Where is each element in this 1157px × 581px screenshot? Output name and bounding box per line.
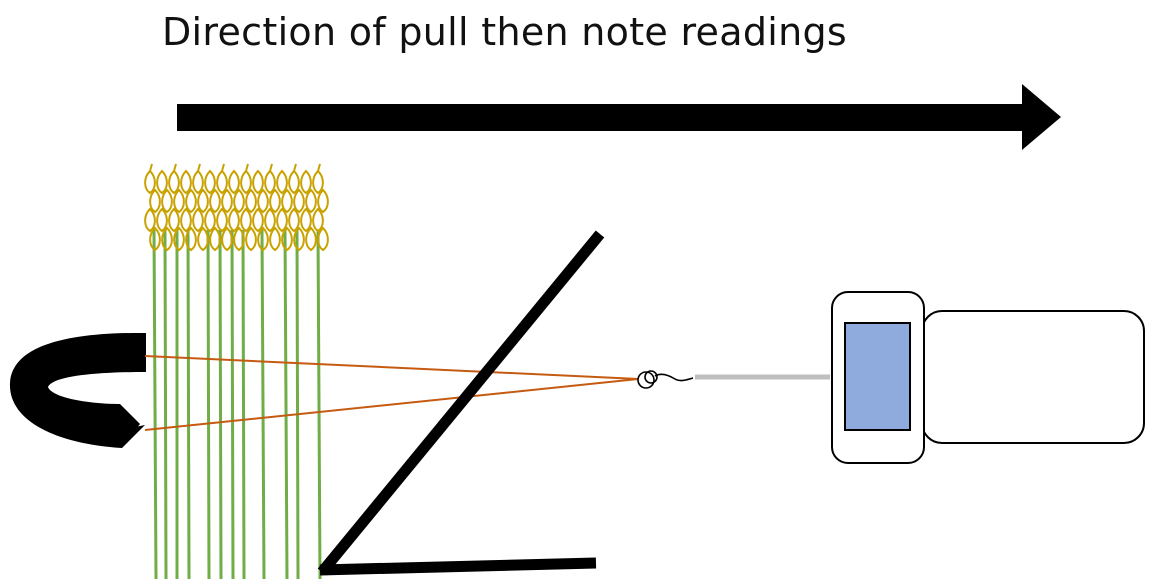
wheat-awn — [245, 163, 249, 172]
wheat-awn — [173, 163, 177, 172]
rotation-arrow-body — [16, 341, 146, 447]
wheat-grain — [240, 207, 252, 233]
wheat-grain — [216, 207, 228, 233]
wheat-grain — [245, 188, 257, 214]
wheat-grain — [185, 226, 197, 252]
wheat-grain — [197, 226, 209, 252]
wheat-grain — [276, 207, 288, 233]
wheat-grain — [180, 169, 192, 195]
wheat-grain — [156, 207, 168, 233]
wheat-stems-icon — [152, 229, 322, 580]
wheat-grain — [276, 169, 288, 195]
hook-icon — [637, 370, 694, 389]
wheat-grain — [305, 188, 317, 214]
wheat-grain — [209, 226, 221, 252]
wheat-grain — [252, 207, 264, 233]
wheat-grain — [228, 169, 240, 195]
wheat-grain — [281, 188, 293, 214]
wheat-grain — [161, 226, 173, 252]
wheat-grain — [209, 188, 221, 214]
wheat-grain — [180, 207, 192, 233]
wheat-grain — [149, 226, 161, 252]
wheat-grain — [293, 188, 305, 214]
wheat-grain — [281, 226, 293, 252]
wheat-grain — [144, 207, 156, 233]
wheat-grain — [173, 188, 185, 214]
wheat-ears-icon — [144, 163, 329, 252]
wheat-grain — [300, 207, 312, 233]
wheat-grain — [221, 188, 233, 214]
wheat-grain — [317, 188, 329, 214]
force-gauge-icon — [831, 291, 1145, 464]
pull-direction-arrow-icon — [177, 84, 1061, 150]
wheat-grain — [305, 226, 317, 252]
wheat-grain — [240, 169, 252, 195]
wheat-grain — [197, 188, 209, 214]
wheat-grain — [300, 169, 312, 195]
wheat-grain — [192, 169, 204, 195]
wheat-awn — [293, 163, 297, 172]
wheat-grain — [156, 169, 168, 195]
wheat-grain — [233, 188, 245, 214]
wheat-grain — [264, 207, 276, 233]
wheat-grain — [192, 207, 204, 233]
wheat-grain — [288, 169, 300, 195]
wheat-awn — [269, 163, 273, 172]
wheat-grain — [168, 207, 180, 233]
wheat-grain — [173, 226, 185, 252]
wheat-grain — [228, 207, 240, 233]
wheat-grain — [144, 169, 156, 195]
wheat-grain — [204, 207, 216, 233]
wheat-grain — [317, 226, 329, 252]
wheat-awn — [317, 163, 321, 172]
wheat-grain — [149, 188, 161, 214]
wheat-grain — [269, 188, 281, 214]
wheat-grain — [264, 169, 276, 195]
wheat-awn — [221, 163, 225, 172]
wheat-grain — [185, 188, 197, 214]
wheat-awn — [149, 163, 153, 172]
diagram-title: Direction of pull then note readings — [162, 10, 848, 54]
wheat-grain — [233, 226, 245, 252]
wheat-grain — [204, 169, 216, 195]
wheat-grain — [288, 207, 300, 233]
hinged-lever-icon — [317, 230, 605, 576]
pull-wire — [144, 355, 639, 431]
wheat-grain — [216, 169, 228, 195]
wheat-grain — [312, 207, 324, 233]
wheat-grain — [257, 226, 269, 252]
wheat-grain — [312, 169, 324, 195]
wheat-grain — [245, 226, 257, 252]
wheat-grain — [293, 226, 305, 252]
wheat-grain — [257, 188, 269, 214]
wheat-grain — [269, 226, 281, 252]
wheat-grain — [221, 226, 233, 252]
wheat-awn — [197, 163, 201, 172]
wheat-grain — [161, 188, 173, 214]
wheat-grain — [168, 169, 180, 195]
gauge-screen — [844, 322, 911, 431]
wheat-grain — [252, 169, 264, 195]
